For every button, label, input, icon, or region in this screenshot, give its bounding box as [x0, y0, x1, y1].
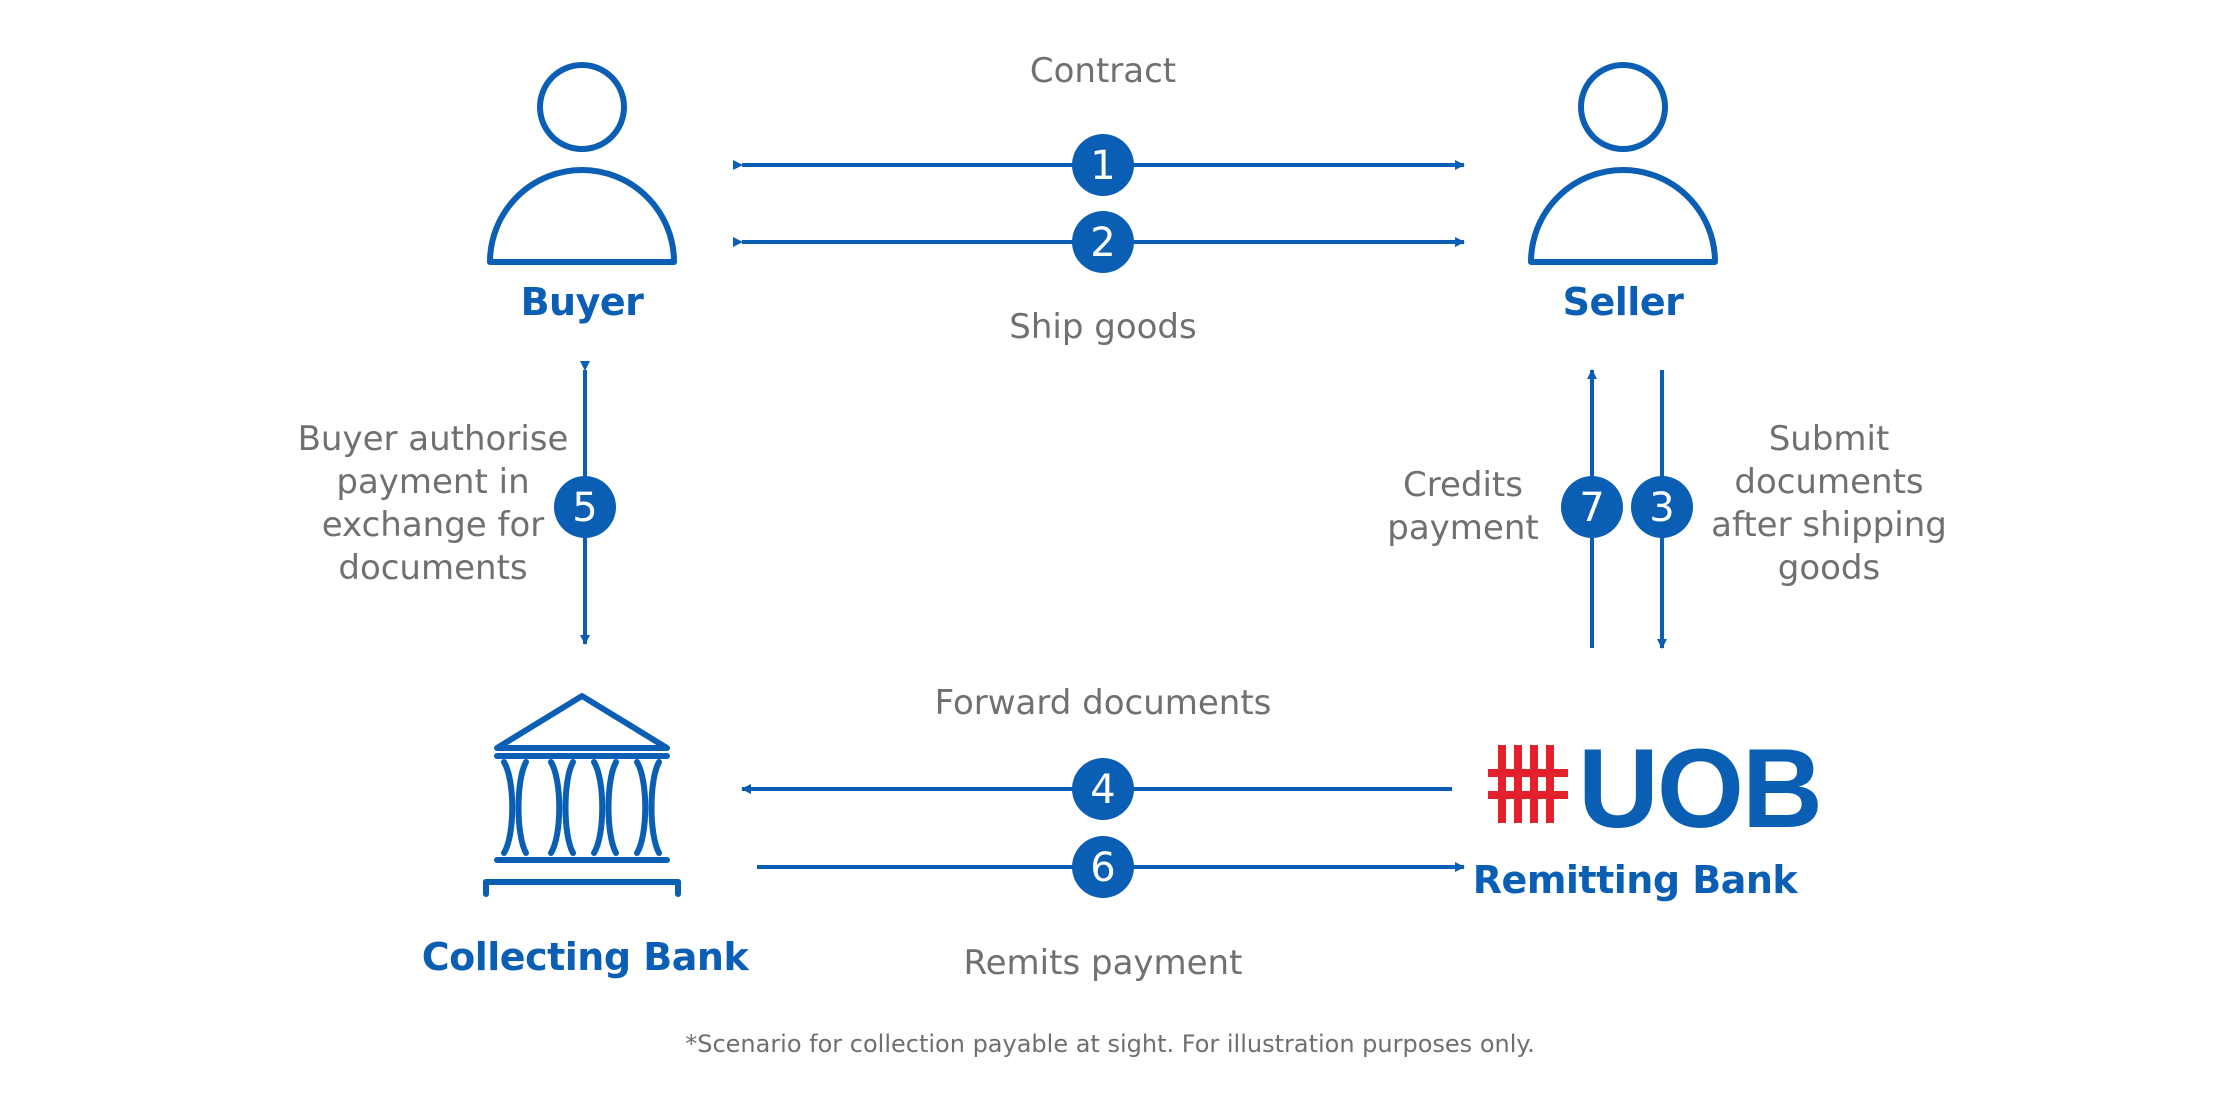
label-line: Submit: [1768, 419, 1890, 459]
remitting-bank-title: Remitting Bank: [1472, 858, 1798, 902]
label-line: documents: [338, 548, 528, 588]
buyer-title: Buyer: [520, 280, 644, 324]
collecting-bank-title: Collecting Bank: [421, 935, 749, 979]
step-label-buyer-authorise: Buyer authorise payment in exchange for …: [283, 418, 583, 590]
svg-text:2: 2: [1090, 220, 1115, 266]
person-icon: [1528, 62, 1718, 265]
step-badge-3: 3: [1631, 476, 1693, 538]
step-badge-2: 2: [1072, 211, 1134, 273]
uob-logo-text: UOB: [1578, 726, 1823, 851]
bank-building-icon: [483, 693, 681, 897]
step-label-remits-payment: Remits payment: [963, 943, 1243, 983]
label-line: payment: [1387, 508, 1539, 548]
step-badge-1: 1: [1072, 134, 1134, 196]
step-label-forward-documents: Forward documents: [934, 683, 1272, 723]
step-badge-4: 4: [1072, 758, 1134, 820]
footnote: *Scenario for collection payable at sigh…: [685, 1030, 1535, 1058]
step-badge-6: 6: [1072, 836, 1134, 898]
step-badge-5: 5: [554, 476, 616, 538]
step-label-contract: Contract: [1029, 51, 1177, 91]
svg-text:7: 7: [1579, 485, 1604, 531]
svg-text:6: 6: [1090, 845, 1115, 891]
label-line: Credits: [1403, 465, 1523, 505]
step-label-ship-goods: Ship goods: [1009, 307, 1197, 347]
step-label-credits-payment: Credits payment: [1353, 464, 1573, 550]
seller-title: Seller: [1562, 280, 1684, 324]
svg-text:5: 5: [572, 485, 597, 531]
label-line: goods: [1777, 548, 1881, 588]
label-line: after shipping: [1711, 505, 1947, 545]
step-label-submit-documents: Submit documents after shipping goods: [1689, 418, 1969, 590]
uob-logo-icon: [1488, 745, 1568, 823]
person-icon: [487, 62, 677, 265]
svg-text:4: 4: [1090, 767, 1115, 813]
label-line: documents: [1734, 462, 1924, 502]
step-badge-7: 7: [1561, 476, 1623, 538]
label-line: exchange for: [321, 505, 545, 545]
svg-text:1: 1: [1090, 143, 1115, 189]
label-line: payment in: [336, 462, 530, 502]
label-line: Buyer authorise: [297, 419, 569, 459]
svg-text:3: 3: [1649, 485, 1674, 531]
